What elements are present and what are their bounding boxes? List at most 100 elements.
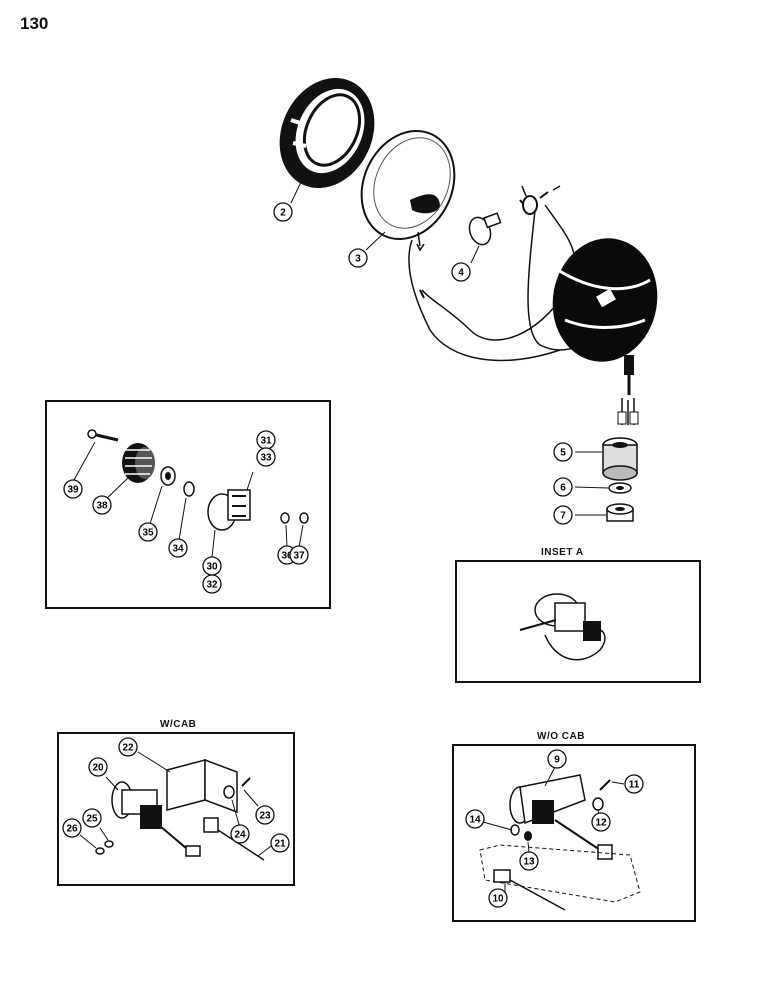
callout-number: 2 — [280, 208, 286, 219]
callout-circle — [255, 805, 275, 825]
callout-number: 35 — [142, 528, 154, 539]
callout-33: 33 — [256, 447, 276, 467]
callout-circle — [465, 809, 485, 829]
callout-37: 37 — [289, 545, 309, 565]
with-cab-parts — [95, 758, 265, 861]
callout-number: 9 — [554, 755, 560, 766]
callout-circle — [273, 202, 293, 222]
callout-number: 34 — [172, 544, 184, 555]
inset-a-socket — [519, 593, 606, 661]
callout-34: 34 — [168, 538, 188, 558]
callout-circle — [451, 262, 471, 282]
callout-circle — [624, 774, 644, 794]
callout-circle — [553, 505, 573, 525]
callout-number: 39 — [67, 485, 79, 496]
callout-circle — [63, 479, 83, 499]
callout-number: 20 — [92, 763, 104, 774]
sealed-beam-lens — [360, 129, 456, 252]
callout-26: 26 — [62, 818, 82, 838]
callout-12: 12 — [591, 812, 611, 832]
callout-number: 25 — [86, 814, 98, 825]
callout-circle — [553, 477, 573, 497]
callout-circle — [488, 888, 508, 908]
spacer-washer-nut — [602, 437, 638, 522]
callout-number: 5 — [560, 448, 566, 459]
callout-number: 12 — [595, 818, 607, 829]
without-cab-parts — [479, 774, 641, 911]
switch-inset-frame — [45, 400, 331, 609]
callout-number: 30 — [206, 562, 218, 573]
callout-3: 3 — [348, 248, 368, 268]
callout-7: 7 — [553, 505, 573, 525]
callout-circle — [547, 749, 567, 769]
callout-21: 21 — [270, 833, 290, 853]
callout-14: 14 — [465, 809, 485, 829]
callout-circle — [230, 824, 250, 844]
callout-number: 3 — [355, 254, 361, 265]
callout-circle — [256, 447, 276, 467]
callout-number: 38 — [96, 501, 108, 512]
callout-number: 31 — [260, 436, 272, 447]
with-cab-label: W/CAB — [160, 719, 197, 730]
callout-22: 22 — [118, 737, 138, 757]
callout-circle — [270, 833, 290, 853]
callout-number: 13 — [523, 857, 535, 868]
callout-number: 21 — [274, 839, 286, 850]
callout-circle — [92, 495, 112, 515]
callout-30: 30 — [202, 556, 222, 576]
callout-25: 25 — [82, 808, 102, 828]
lamp-housing — [552, 238, 658, 425]
callout-number: 4 — [458, 268, 464, 279]
with-cab-leader-lines — [79, 751, 272, 857]
callout-13: 13 — [519, 851, 539, 871]
callout-number: 23 — [259, 811, 271, 822]
callout-circle — [168, 538, 188, 558]
callout-number: 6 — [560, 483, 566, 494]
callout-number: 37 — [293, 551, 305, 562]
callout-circle — [591, 812, 611, 832]
callout-9: 9 — [547, 749, 567, 769]
callout-32: 32 — [202, 574, 222, 594]
callout-circle — [118, 737, 138, 757]
callout-10: 10 — [488, 888, 508, 908]
lamp-trim-ring — [279, 77, 375, 189]
callout-number: 26 — [66, 824, 78, 835]
callout-4: 4 — [451, 262, 471, 282]
callout-number: 7 — [560, 511, 566, 522]
callout-number: 10 — [492, 894, 504, 905]
callout-20: 20 — [88, 757, 108, 777]
callout-number: 11 — [629, 780, 640, 791]
callout-39: 39 — [63, 479, 83, 499]
callout-6: 6 — [553, 477, 573, 497]
callout-circle — [62, 818, 82, 838]
callout-35: 35 — [138, 522, 158, 542]
without-cab-label: W/O CAB — [537, 731, 585, 742]
callout-number: 32 — [206, 580, 218, 591]
callout-24: 24 — [230, 824, 250, 844]
without-cab-frame — [452, 744, 696, 922]
callout-11: 11 — [624, 774, 644, 794]
callout-number: 22 — [122, 743, 134, 754]
page-number: 130 — [20, 14, 49, 33]
switch-parts — [87, 429, 309, 531]
callout-number: 14 — [469, 815, 481, 826]
callout-circle — [138, 522, 158, 542]
callout-circle — [348, 248, 368, 268]
callout-circle — [202, 574, 222, 594]
callout-circle — [553, 442, 573, 462]
callout-circle — [82, 808, 102, 828]
callout-circle — [519, 851, 539, 871]
callout-38: 38 — [92, 495, 112, 515]
bulb — [468, 212, 502, 246]
main-leader-lines — [290, 181, 609, 516]
callout-number: 36 — [281, 551, 293, 562]
with-cab-frame — [57, 732, 295, 886]
socket-and-wiring — [408, 185, 601, 362]
callout-number: 33 — [260, 453, 272, 464]
callout-31: 31 — [256, 430, 276, 450]
callout-2: 2 — [273, 202, 293, 222]
inset-a-label: INSET A — [541, 547, 584, 558]
callout-circle — [88, 757, 108, 777]
